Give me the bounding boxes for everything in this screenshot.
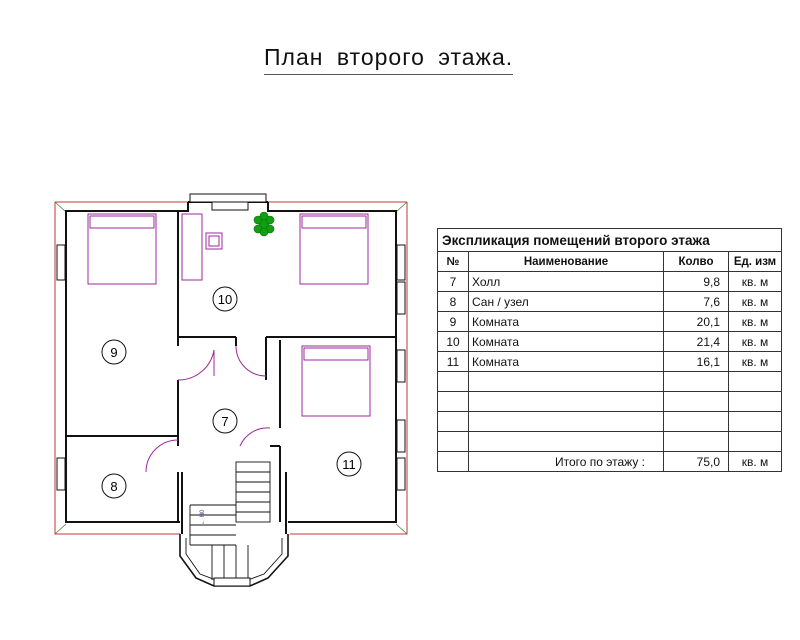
door-swings [145, 345, 271, 473]
row-name: Холл [468, 271, 664, 292]
header-num: № [437, 251, 469, 272]
bed-room-10 [299, 213, 369, 285]
row-name: Комната [468, 351, 664, 372]
table-row: 11 Комната 16,1 кв. м [437, 351, 782, 372]
total-unit: кв. м [728, 451, 782, 472]
windows [56, 193, 406, 491]
row-unit: кв. м [728, 271, 782, 292]
row-name: Сан / узел [468, 291, 664, 312]
row-name: Комната [468, 311, 664, 332]
table-total-row: Итого по этажу : 75,0 кв. м [437, 451, 782, 472]
room-label-7: 7 [212, 408, 238, 434]
staircase [189, 461, 271, 580]
row-unit: кв. м [728, 351, 782, 372]
table-row: 9 Комната 20,1 кв. м [437, 311, 782, 332]
svg-text:7: 7 [221, 414, 228, 429]
row-num: 10 [437, 331, 469, 352]
table-header-row: № Наименование Колво Ед. изм [437, 251, 782, 272]
table-caption-row: Экспликация помещений второго этажа [437, 228, 782, 252]
bed-room-9 [87, 213, 157, 285]
row-num: 11 [437, 351, 469, 372]
total-label: Итого по этажу : [468, 451, 664, 472]
row-num: 9 [437, 311, 469, 332]
total-qty: 75,0 [663, 451, 729, 472]
row-num: 8 [437, 291, 469, 312]
corner-lines [54, 201, 408, 535]
row-name: Комната [468, 331, 664, 352]
row-unit: кв. м [728, 331, 782, 352]
stair-direction-marker: ← Н0 [200, 509, 206, 525]
plant-icon [253, 211, 275, 237]
row-qty: 7,6 [663, 291, 729, 312]
table-row: 10 Комната 21,4 кв. м [437, 331, 782, 352]
table-row: 7 Холл 9,8 кв. м [437, 271, 782, 292]
row-unit: кв. м [728, 311, 782, 332]
row-unit: кв. м [728, 291, 782, 312]
room-schedule-table: Экспликация помещений второго этажа № На… [437, 228, 782, 472]
row-qty: 20,1 [663, 311, 729, 332]
room-label-8: 8 [101, 473, 127, 499]
header-qty: Колво [663, 251, 729, 272]
svg-text:11: 11 [342, 457, 356, 472]
row-qty: 9,8 [663, 271, 729, 292]
table-empty-row [437, 371, 782, 392]
page-title: План второго этажа. [264, 44, 514, 75]
svg-text:9: 9 [110, 345, 117, 360]
row-num: 7 [437, 271, 469, 292]
header-unit: Ед. изм [728, 251, 782, 272]
table-row: 8 Сан / узел 7,6 кв. м [437, 291, 782, 312]
svg-text:8: 8 [110, 479, 117, 494]
table-empty-row [437, 411, 782, 432]
bay-window [179, 534, 289, 587]
row-qty: 16,1 [663, 351, 729, 372]
row-qty: 21,4 [663, 331, 729, 352]
room-label-9: 9 [101, 339, 127, 365]
header-name: Наименование [468, 251, 664, 272]
room-label-10: 10 [212, 286, 238, 312]
table-empty-row [437, 431, 782, 452]
table-empty-row [437, 391, 782, 412]
svg-text:10: 10 [218, 292, 232, 307]
bed-room-11 [301, 345, 371, 417]
room-label-11: 11 [336, 451, 362, 477]
floor-plan: ← Н0 9 10 [54, 193, 408, 587]
desk [181, 213, 223, 281]
table-caption: Экспликация помещений второго этажа [437, 228, 782, 252]
